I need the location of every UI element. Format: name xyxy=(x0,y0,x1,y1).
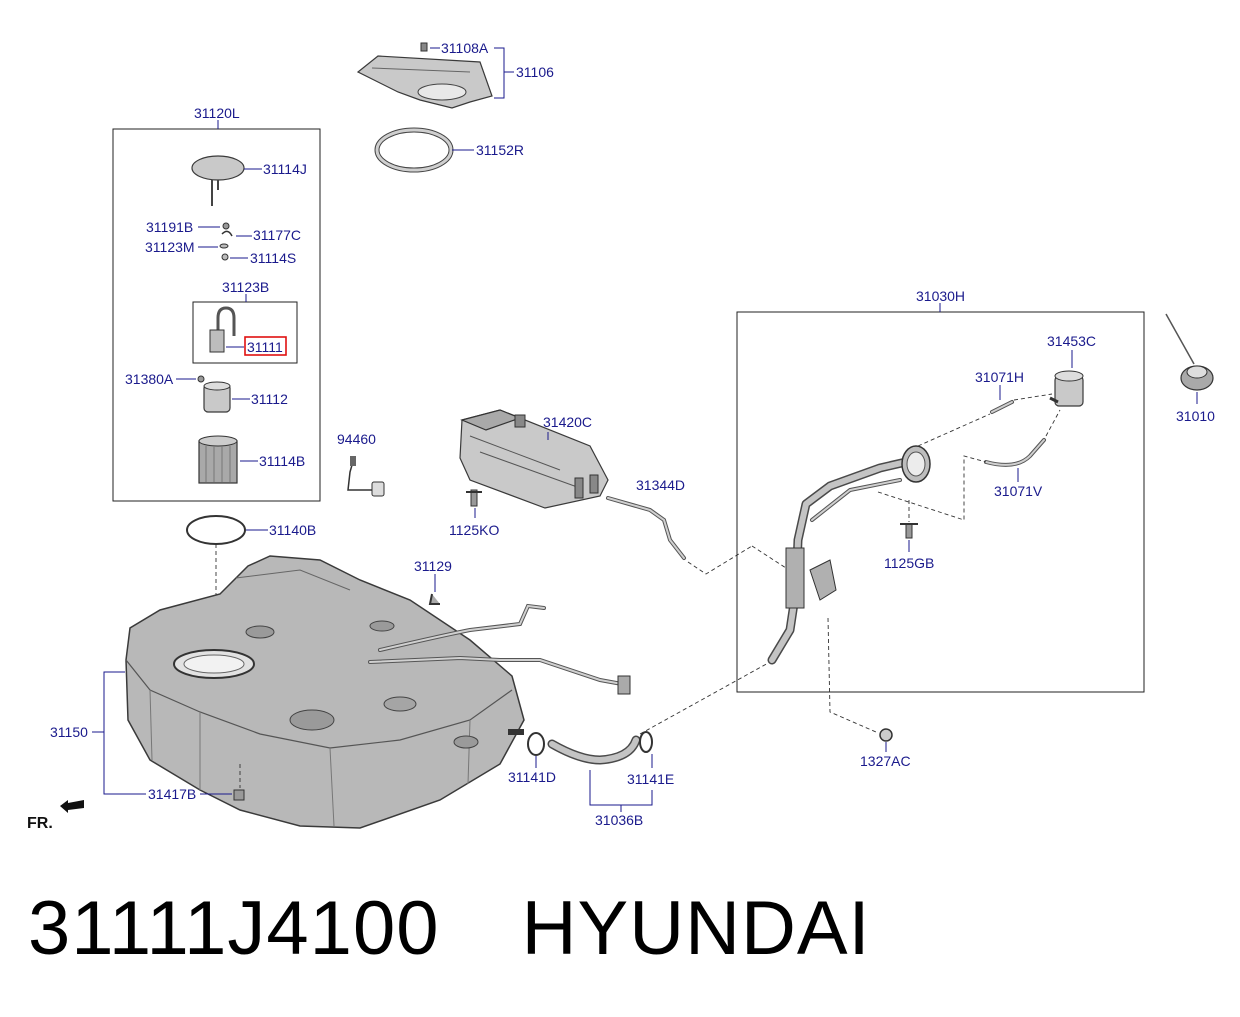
part-31114J-flange xyxy=(191,155,245,206)
part-31108A-screw xyxy=(420,42,428,52)
fuel-system-diagram: 31108A 31106 31152R 31120L 31114J 31191B… xyxy=(27,40,1215,832)
front-label: FR. xyxy=(27,815,53,832)
box-31123B xyxy=(192,301,298,364)
label-94460: 94460 xyxy=(337,431,376,447)
part-1327AC-nut xyxy=(879,728,893,742)
label-1125GB: 1125GB xyxy=(884,555,934,571)
label-31114J: 31114J xyxy=(263,161,307,177)
front-direction-arrow-icon xyxy=(60,800,84,813)
box-31030H xyxy=(736,311,1145,693)
label-31106: 31106 xyxy=(516,64,554,80)
label-31114S: 31114S xyxy=(250,250,296,266)
part-1125KO-bolt xyxy=(466,489,482,507)
part-31129-clip xyxy=(428,593,440,605)
label-31112: 31112 xyxy=(251,391,288,407)
label-31036B: 31036B xyxy=(595,812,643,828)
label-31380A: 31380A xyxy=(125,371,174,387)
part-31111-fuel-pump xyxy=(209,306,236,353)
part-31453C-valve xyxy=(1049,370,1084,407)
label-31123B: 31123B xyxy=(222,279,269,295)
label-31120L: 31120L xyxy=(194,105,240,121)
label-31129: 31129 xyxy=(414,558,452,574)
label-31071V: 31071V xyxy=(994,483,1043,499)
part-94460-sensor xyxy=(347,456,385,497)
part-31417B-plug xyxy=(233,789,245,801)
label-31123M: 31123M xyxy=(145,239,195,255)
part-small-fittings xyxy=(219,222,233,261)
label-31344D: 31344D xyxy=(636,477,685,493)
brand-name: HYUNDAI xyxy=(521,886,871,971)
label-31152R: 31152R xyxy=(476,142,524,158)
part-number: 31111J4100 xyxy=(28,886,440,971)
label-31177C: 31177C xyxy=(253,227,301,243)
part-31010-fuel-cap xyxy=(1165,313,1214,391)
label-31071H: 31071H xyxy=(975,369,1024,385)
part-31141D-clamp xyxy=(527,732,545,756)
label-31141D: 31141D xyxy=(508,769,556,785)
label-31141E: 31141E xyxy=(627,771,674,787)
part-31140B-gasket xyxy=(186,515,246,545)
label-31420C: 31420C xyxy=(543,414,592,430)
label-31114B: 31114B xyxy=(259,453,305,469)
part-31344D-hose xyxy=(606,496,686,560)
label-31150: 31150 xyxy=(50,724,88,740)
part-31112-filter xyxy=(197,375,231,413)
part-31152R-lock-ring xyxy=(374,127,454,173)
label-31417B: 31417B xyxy=(148,786,196,802)
highlight-31111 xyxy=(244,336,287,356)
label-31140B: 31140B xyxy=(269,522,316,538)
part-31141E-clamp xyxy=(639,731,653,753)
part-31114B-reservoir xyxy=(198,435,238,484)
label-31010: 31010 xyxy=(1176,408,1215,424)
footer-caption: 31111J4100 HYUNDAI xyxy=(28,885,871,985)
part-31150-fuel-tank xyxy=(125,555,631,829)
label-31111[interactable]: 31111 xyxy=(247,339,283,355)
part-31071V-hose xyxy=(984,438,1046,467)
part-31106-cover-plate xyxy=(356,55,493,109)
part-31036B-hose xyxy=(547,735,641,765)
part-1125GB-bolt xyxy=(900,523,918,539)
box-31120L xyxy=(112,128,321,502)
label-1125KO: 1125KO xyxy=(449,522,499,538)
label-1327AC: 1327AC xyxy=(860,753,911,769)
part-31030H-filler-neck xyxy=(767,445,931,665)
label-31191B: 31191B xyxy=(146,219,193,235)
part-31071H-hose xyxy=(990,400,1014,414)
part-31420C-canister xyxy=(459,409,609,509)
label-31453C: 31453C xyxy=(1047,333,1096,349)
label-31030H: 31030H xyxy=(916,288,965,304)
label-31108A: 31108A xyxy=(441,40,489,56)
